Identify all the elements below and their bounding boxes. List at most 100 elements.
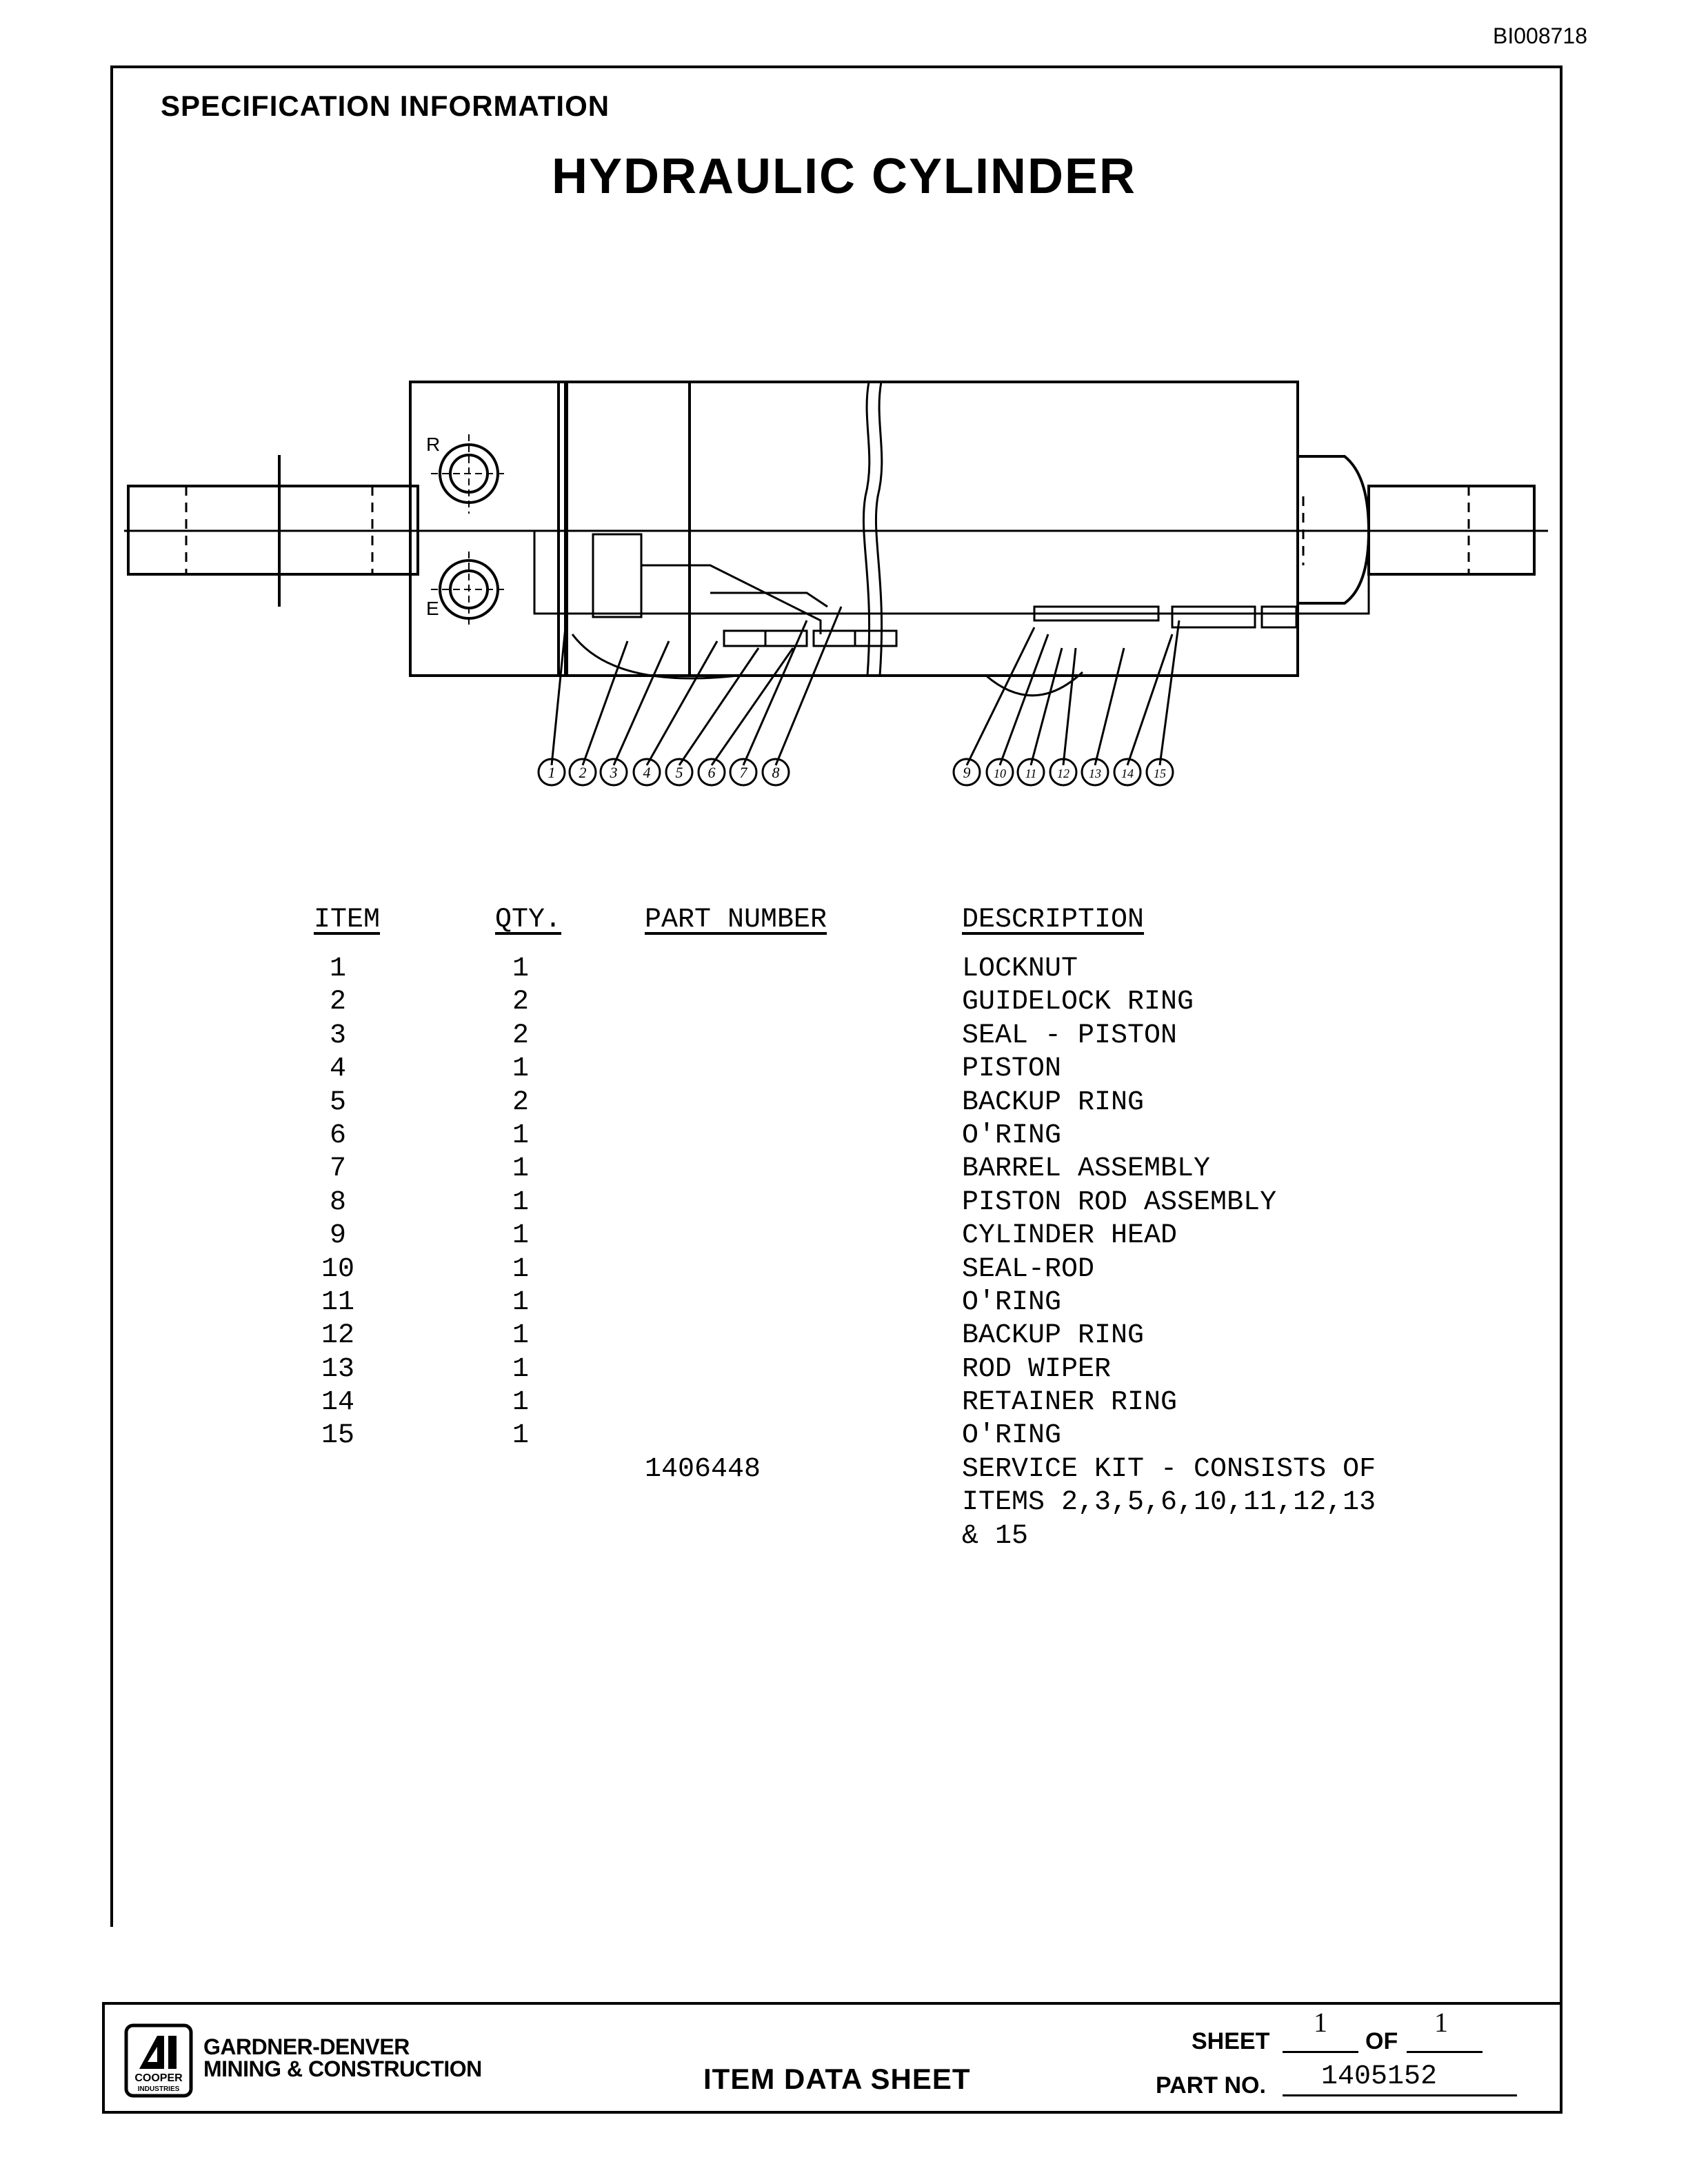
- part-no-label: PART NO.: [1156, 2072, 1266, 2099]
- table-row: 4 1 PISTON: [0, 1053, 1688, 1086]
- callout-label: 15: [1154, 767, 1166, 780]
- page-title: HYDRAULIC CYLINDER: [551, 149, 1136, 204]
- callout-label: 9: [963, 764, 971, 781]
- cylinder-diagram: R E: [124, 381, 1548, 787]
- cell-description: O'RING: [962, 1120, 1062, 1151]
- sheet-number: 1: [1314, 2007, 1327, 2038]
- cell-item: 11: [321, 1286, 354, 1318]
- callout-2: [568, 758, 597, 787]
- frame-bottom-border: [102, 2111, 1563, 2114]
- spec-info-label: SPECIFICATION INFORMATION: [161, 90, 610, 122]
- cell-item: 8: [329, 1186, 346, 1218]
- callout-label: 12: [1057, 767, 1069, 780]
- cell-description: PISTON ROD ASSEMBLY: [962, 1186, 1277, 1218]
- cell-qty: 1: [512, 1353, 529, 1385]
- part-no-value: 1405152: [1320, 2061, 1438, 2092]
- cell-description: O'RING: [962, 1286, 1062, 1318]
- cell-item: 6: [329, 1120, 346, 1151]
- cell-item: 12: [321, 1320, 354, 1352]
- callout-label: 14: [1121, 767, 1134, 780]
- sheet-total: 1: [1434, 2007, 1448, 2038]
- cell-description: RETAINER RING: [962, 1387, 1178, 1419]
- table-row: 15 1 O'RING: [0, 1420, 1688, 1453]
- table-row: 13 1 ROD WIPER: [0, 1354, 1688, 1387]
- callout-5: [665, 758, 694, 787]
- header-description: DESCRIPTION: [962, 904, 1145, 936]
- callout-label: 3: [610, 764, 618, 781]
- cell-qty: 2: [512, 1086, 529, 1118]
- cell-description: LOCKNUT: [962, 953, 1078, 984]
- table-row: 6 1 O'RING: [0, 1120, 1688, 1153]
- footer-divider: [102, 2002, 1563, 2005]
- cell-item: 15: [321, 1420, 354, 1452]
- cell-item: 9: [329, 1220, 346, 1252]
- callout-group-left: [537, 758, 790, 787]
- parts-table: 1 1 LOCKNUT 2 2 GUIDELOCK RING 3 2 SEAL …: [0, 953, 1688, 1554]
- cell-item: 7: [329, 1153, 346, 1185]
- cell-description: & 15: [962, 1520, 1029, 1552]
- cell-qty: 1: [512, 1253, 529, 1285]
- cell-qty: 1: [512, 1120, 529, 1151]
- header-qty: QTY.: [495, 904, 562, 936]
- cell-item: 10: [321, 1253, 354, 1285]
- svg-text:INDUSTRIES: INDUSTRIES: [138, 2085, 180, 2093]
- callout-11: [1016, 758, 1045, 787]
- of-label: OF: [1365, 2028, 1398, 2054]
- callout-label: 1: [548, 764, 556, 781]
- table-row: 5 2 BACKUP RING: [0, 1087, 1688, 1120]
- cell-part-number: 1406448: [645, 1453, 761, 1485]
- cell-description: O'RING: [962, 1420, 1062, 1452]
- callout-label: 8: [772, 764, 780, 781]
- cell-description: GUIDELOCK RING: [962, 987, 1194, 1018]
- cell-description: SEAL-ROD: [962, 1253, 1095, 1285]
- callout-4: [632, 758, 661, 787]
- sheet-label: SHEET: [1192, 2028, 1270, 2054]
- svg-text:COOPER: COOPER: [134, 2072, 183, 2084]
- frame-left-border: [110, 65, 113, 1927]
- cell-qty: 2: [512, 987, 529, 1018]
- cell-item: 2: [329, 987, 346, 1018]
- callout-7: [729, 758, 758, 787]
- header-part-number: PART NUMBER: [645, 904, 827, 936]
- table-row: ITEMS 2,3,5,6,10,11,12,13: [0, 1487, 1688, 1520]
- cell-description: BACKUP RING: [962, 1320, 1145, 1352]
- cell-qty: 2: [512, 1020, 529, 1051]
- cell-qty: 1: [512, 1387, 529, 1419]
- company-name-line2: MINING & CONSTRUCTION: [203, 2056, 482, 2081]
- cell-qty: 1: [512, 1053, 529, 1085]
- table-row: 2 2 GUIDELOCK RING: [0, 987, 1688, 1020]
- cell-description: SEAL - PISTON: [962, 1020, 1178, 1051]
- port-r-label: R: [426, 434, 440, 455]
- company-name-line1: GARDNER-DENVER: [203, 2034, 410, 2059]
- callout-group-right: [952, 758, 1174, 787]
- table-row: 3 2 SEAL - PISTON: [0, 1020, 1688, 1053]
- callout-3: [599, 758, 628, 787]
- table-row: & 15: [0, 1521, 1688, 1554]
- frame-top-border: [110, 65, 1563, 68]
- cell-description: ITEMS 2,3,5,6,10,11,12,13: [962, 1487, 1376, 1519]
- cell-item: 4: [329, 1053, 346, 1085]
- table-row: 11 1 O'RING: [0, 1287, 1688, 1320]
- callout-6: [697, 758, 726, 787]
- leader-lines: [550, 606, 1180, 766]
- callout-label: 6: [708, 764, 716, 781]
- table-row: 8 1 PISTON ROD ASSEMBLY: [0, 1187, 1688, 1220]
- cap-block: [409, 381, 567, 677]
- part-no-underline: [1283, 2094, 1517, 2096]
- table-row: 9 1 CYLINDER HEAD: [0, 1220, 1688, 1253]
- table-row: 14 1 RETAINER RING: [0, 1387, 1688, 1420]
- cell-item: 1: [329, 953, 346, 984]
- cooper-industries-logo: COOPER INDUSTRIES: [124, 2023, 193, 2098]
- cell-item: 3: [329, 1020, 346, 1051]
- callout-label: 7: [740, 764, 748, 781]
- cell-description: CYLINDER HEAD: [962, 1220, 1178, 1252]
- callout-14: [1113, 758, 1142, 787]
- cell-item: 5: [329, 1086, 346, 1118]
- callout-12: [1049, 758, 1078, 787]
- callout-label: 10: [994, 767, 1006, 780]
- cell-item: 14: [321, 1387, 354, 1419]
- callout-15: [1145, 758, 1174, 787]
- barrel: [565, 381, 1299, 677]
- cell-qty: 1: [512, 1220, 529, 1252]
- callout-10: [985, 758, 1014, 787]
